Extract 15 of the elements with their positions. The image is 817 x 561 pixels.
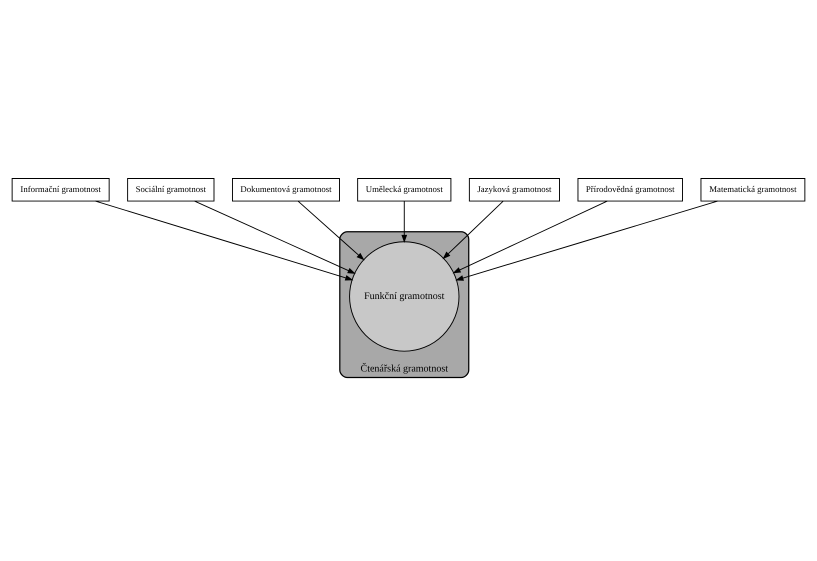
- arrow: [401, 200, 408, 244]
- node-box: Jazyková gramotnost: [468, 178, 560, 202]
- arrow: [442, 200, 504, 260]
- node-box: Dokumentová gramotnost: [232, 178, 340, 202]
- node-box: Sociální gramotnost: [127, 178, 214, 202]
- arrow: [455, 200, 718, 281]
- arrow: [94, 200, 354, 281]
- node-box: Přírodovědná gramotnost: [578, 178, 683, 202]
- arrow: [298, 200, 365, 260]
- node-box: Matematická gramotnost: [700, 178, 806, 202]
- arrow: [452, 200, 608, 274]
- node-box: Umělecká gramotnost: [357, 178, 452, 202]
- arrow: [194, 200, 356, 274]
- node-box: Informační gramotnost: [12, 178, 110, 202]
- node-circle: Funkční gramotnost: [349, 241, 460, 352]
